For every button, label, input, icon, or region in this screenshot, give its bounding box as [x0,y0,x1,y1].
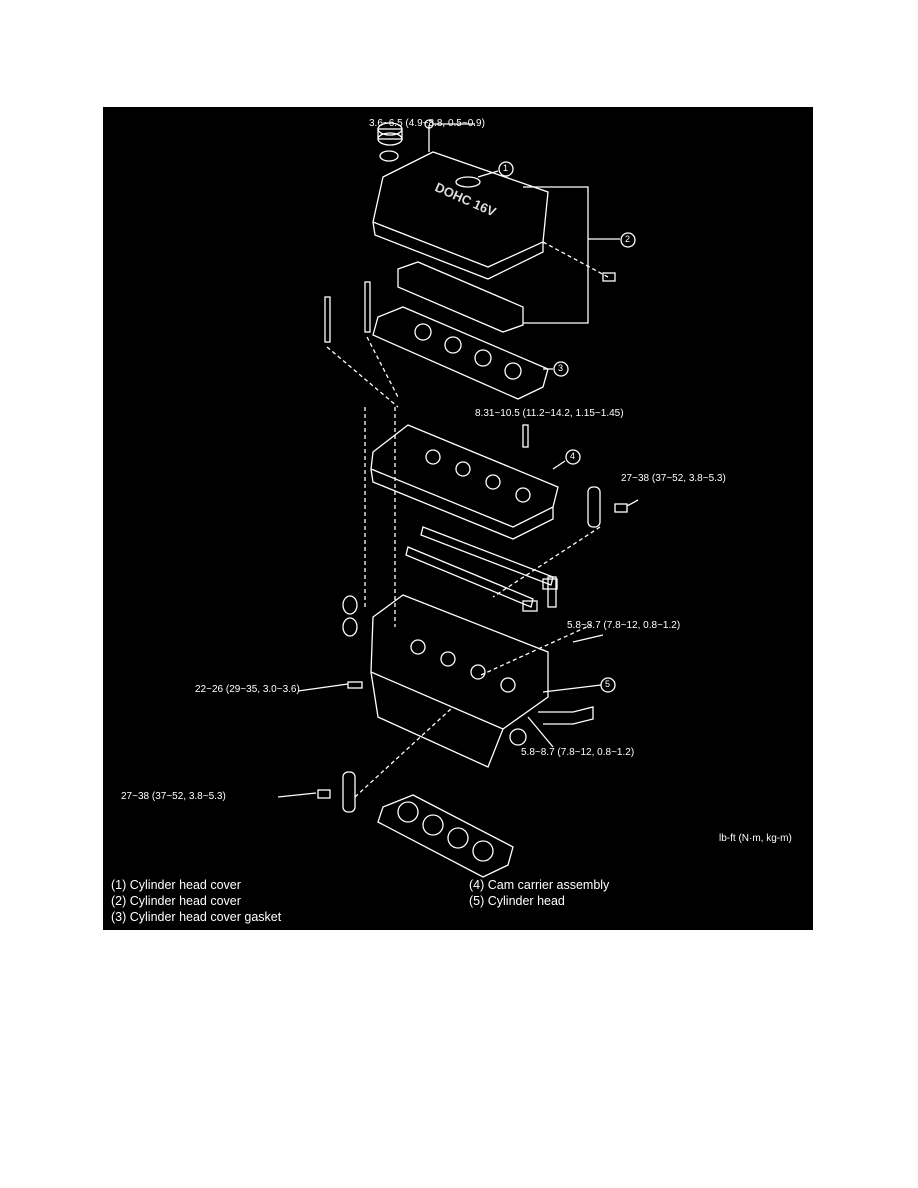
callout-1: 1 [503,163,509,173]
callout-4: 4 [570,451,576,461]
cylinder-head-exploded-drawing [277,119,639,878]
torque-label-stud-right-lower: 5.8~8.7 (7.8~12, 0.8~1.2) [521,747,635,758]
cam-carrier [370,424,559,540]
camshafts [405,526,558,612]
callout-3: 3 [558,363,564,373]
units-label: lb-ft (N·m, kg-m) [719,833,792,844]
cylinder-head [370,594,594,768]
exploded-diagram-panel: 3.6~6.5 (4.9~8.8, 0.5~0.9) 8.31~10.5 (11… [103,107,813,930]
legend-item: (2) Cylinder head cover [111,894,241,908]
cylinder-head-cover [372,151,549,280]
head-cover-gasket [372,306,549,400]
legend-right: (4) Cam carrier assembly (5) Cylinder he… [469,877,609,909]
legend-item: (4) Cam carrier assembly [469,878,610,892]
legend-item: (3) Cylinder head cover gasket [111,910,282,924]
oil-filler-cap [377,122,403,162]
callout-5: 5 [605,679,611,689]
legend-left: (1) Cylinder head cover (2) Cylinder hea… [111,877,281,925]
torque-label-bracket-upper: 27~38 (37~52, 3.8~5.3) [621,473,726,484]
torque-label-carrier-bolt: 8.31~10.5 (11.2~14.2, 1.15~1.45) [475,408,624,419]
legend-item: (1) Cylinder head cover [111,878,241,892]
torque-label-stud-left: 22~26 (29~35, 3.0~3.6) [195,684,300,695]
torque-label-stud-right-upper: 5.8~8.7 (7.8~12, 0.8~1.2) [567,620,681,631]
torque-label-bracket-lower: 27~38 (37~52, 3.8~5.3) [121,791,226,802]
legend-item: (5) Cylinder head [469,894,565,908]
head-gasket [377,794,514,878]
torque-label-cover-bolt: 3.6~6.5 (4.9~8.8, 0.5~0.9) [369,118,485,129]
callout-2: 2 [625,234,631,244]
